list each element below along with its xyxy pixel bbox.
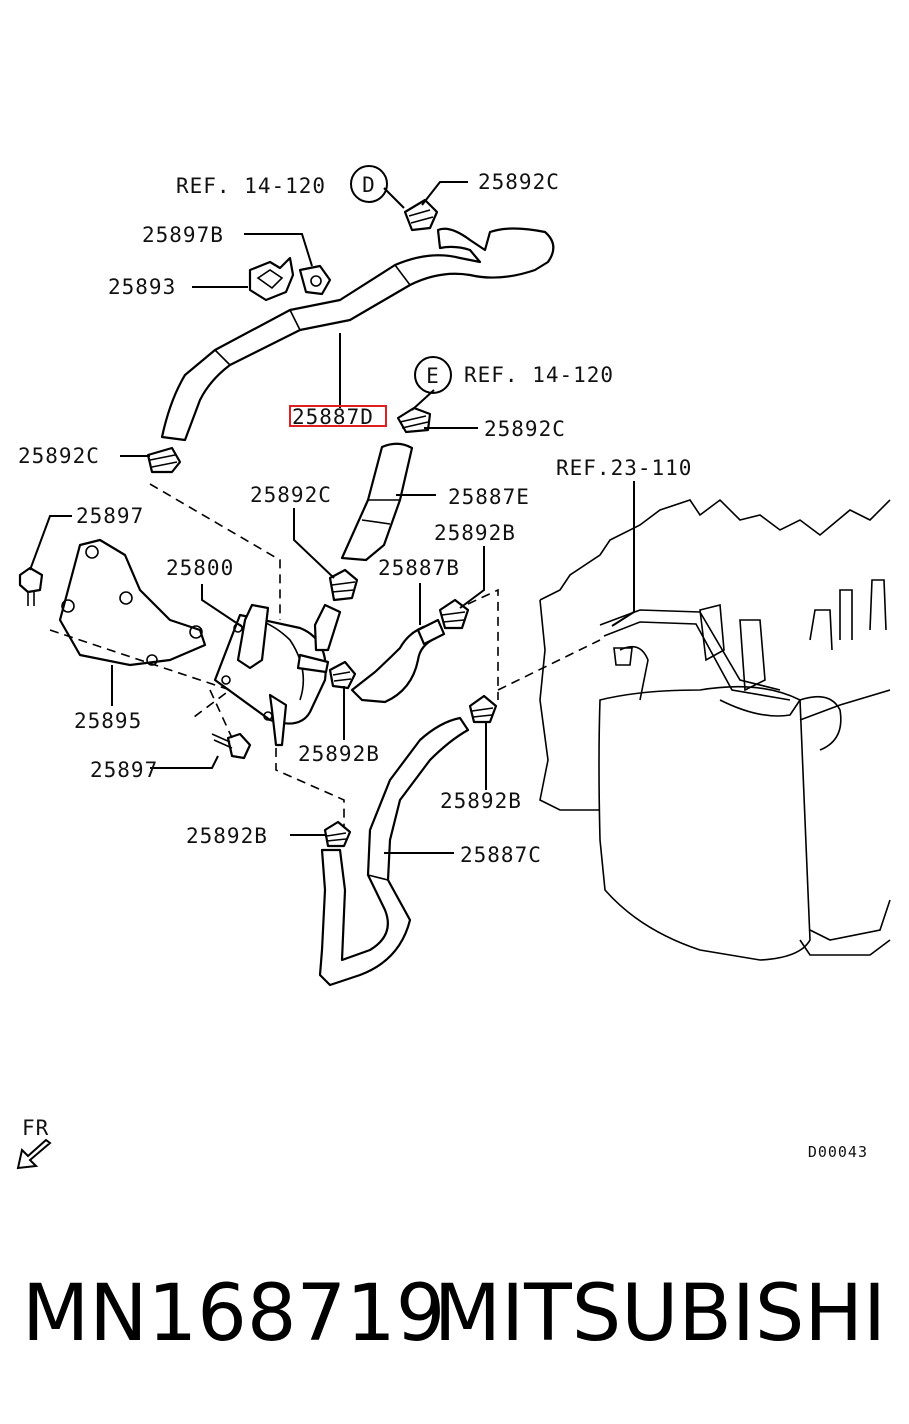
clip-25892b-right xyxy=(468,694,498,724)
label-25897-bottom[interactable]: 25897 xyxy=(90,758,158,782)
footer-brand: MITSUBISHI xyxy=(434,1269,886,1359)
label-25895[interactable]: 25895 xyxy=(74,709,142,733)
clip-25892c-right xyxy=(396,406,432,434)
diagram-code: D00043 xyxy=(808,1143,868,1161)
bracket-25895 xyxy=(58,538,207,667)
hose-25887b xyxy=(350,618,446,704)
assembly-dashed-lines xyxy=(49,483,601,826)
callout-e: E xyxy=(414,356,452,394)
ref-14-120-e-label: REF. 14-120 xyxy=(464,363,614,387)
hose-25887d xyxy=(160,227,555,442)
label-25892c-top[interactable]: 25892C xyxy=(478,170,560,194)
bracket-25893 xyxy=(248,256,295,302)
ref-14-120-d-label: REF. 14-120 xyxy=(176,174,326,198)
front-arrow-icon xyxy=(16,1138,52,1170)
bolt-25897-top xyxy=(18,566,44,606)
label-25897-top[interactable]: 25897 xyxy=(76,504,144,528)
footer-part-number: MN168719 xyxy=(22,1269,445,1359)
callout-d: D xyxy=(350,165,388,203)
label-25892c-mid[interactable]: 25892C xyxy=(250,483,332,507)
label-25800[interactable]: 25800 xyxy=(166,556,234,580)
label-25887e[interactable]: 25887E xyxy=(448,485,530,509)
front-direction-marker: FR xyxy=(16,1116,52,1170)
highlight-box-25887d xyxy=(289,405,387,427)
clip-25892b-mid xyxy=(328,660,357,690)
clip-25892c-left xyxy=(146,446,182,474)
bolt-25897-bottom xyxy=(211,732,252,760)
callout-e-letter: E xyxy=(426,364,440,388)
label-25887c[interactable]: 25887C xyxy=(460,843,542,867)
oil-cooler-25800 xyxy=(213,603,342,747)
label-25893[interactable]: 25893 xyxy=(108,275,176,299)
label-25892b-bottom[interactable]: 25892B xyxy=(186,824,268,848)
front-label: FR xyxy=(22,1116,49,1140)
label-25892b-top[interactable]: 25892B xyxy=(434,521,516,545)
label-25897b[interactable]: 25897B xyxy=(142,223,224,247)
label-25887b[interactable]: 25887B xyxy=(378,556,460,580)
bolt-25897b xyxy=(298,264,332,296)
label-25887d[interactable]: 25887D xyxy=(292,405,374,429)
label-25892c-right[interactable]: 25892C xyxy=(484,417,566,441)
hose-25887e xyxy=(340,442,414,562)
ref-23-110-label: REF.23-110 xyxy=(556,456,692,480)
clip-25892b-bottom xyxy=(323,820,352,848)
label-25892c-left[interactable]: 25892C xyxy=(18,444,100,468)
label-25892b-right[interactable]: 25892B xyxy=(440,789,522,813)
label-25892b-mid[interactable]: 25892B xyxy=(298,742,380,766)
clip-25892c-top xyxy=(403,198,439,232)
leader-lines xyxy=(29,181,635,854)
hose-25887c xyxy=(318,716,470,987)
callout-d-letter: D xyxy=(362,173,376,197)
transmission-outline xyxy=(539,498,891,961)
clip-25892c-mid xyxy=(328,568,359,602)
